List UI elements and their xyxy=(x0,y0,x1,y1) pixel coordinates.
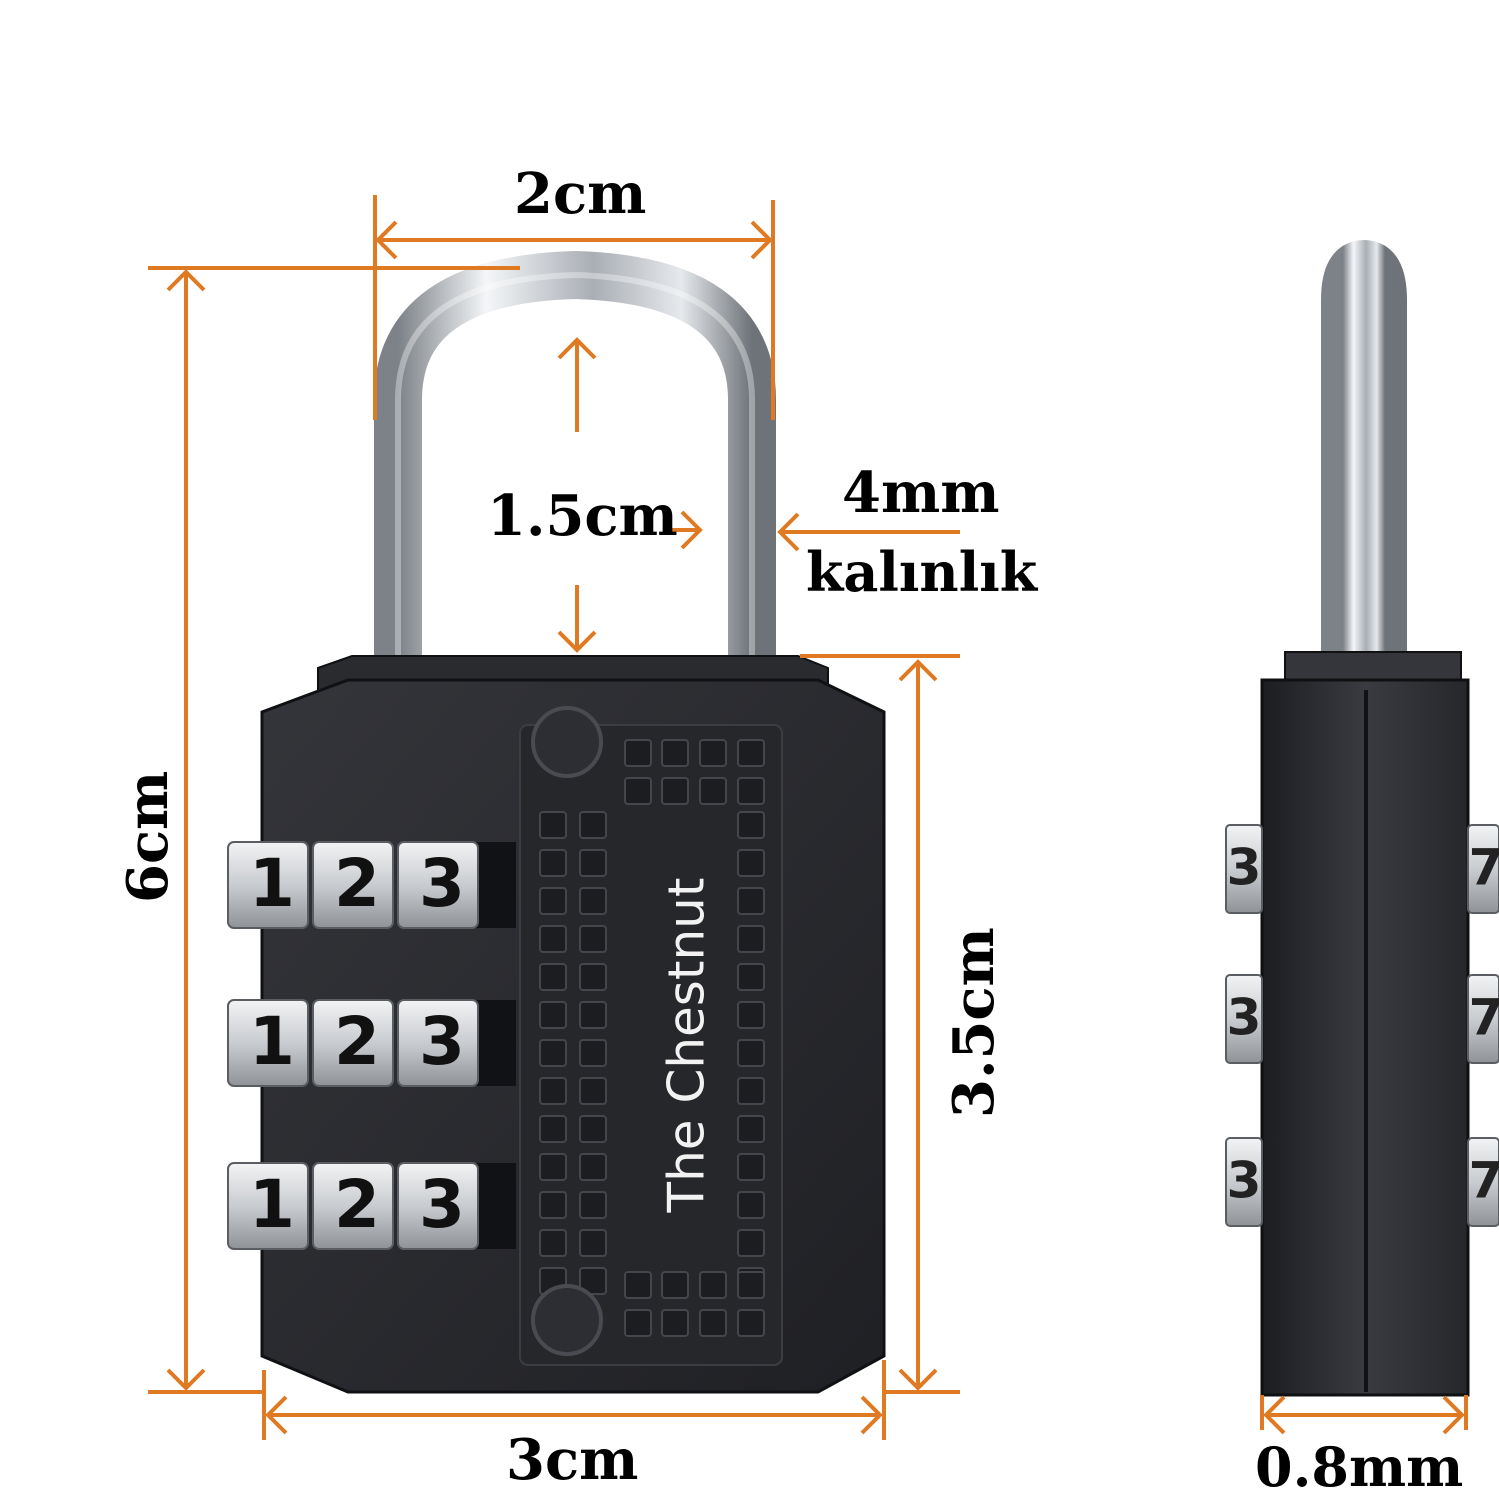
shackle-width-arrow-right xyxy=(750,220,773,260)
side-left-digit-1: 3 xyxy=(1227,839,1262,897)
top-rivet xyxy=(531,706,603,778)
side-padlock: 3 7 3 7 3 7 xyxy=(1225,239,1499,1397)
dial-3-digit-2: 2 xyxy=(334,1166,380,1243)
body-height-arrow-top xyxy=(898,659,938,682)
depth-arrow-left xyxy=(1263,1395,1286,1435)
body-height-arrow-bottom xyxy=(898,1368,938,1391)
dial-1-digit-3: 3 xyxy=(419,845,465,922)
side-shackle xyxy=(1321,239,1407,668)
side-left-dial-1[interactable]: 3 xyxy=(1225,824,1263,914)
side-left-digit-3: 3 xyxy=(1227,1152,1262,1210)
dial-3-digit-1: 1 xyxy=(249,1166,295,1243)
body-width-arrow-right xyxy=(860,1395,883,1435)
dial-2-digit-3: 3 xyxy=(419,1003,465,1080)
clearance-pointer-arrow xyxy=(680,510,703,550)
dial-1-digit-2: 2 xyxy=(334,845,380,922)
side-right-dial-1[interactable]: 7 xyxy=(1467,824,1499,914)
side-right-digit-3: 7 xyxy=(1469,1152,1499,1210)
clearance-label: 1.5cm xyxy=(487,483,678,549)
side-left-digit-2: 3 xyxy=(1227,989,1262,1047)
body-width-arrow-left xyxy=(265,1395,288,1435)
thickness-arrow xyxy=(777,512,800,552)
height-arrow-top xyxy=(166,269,206,292)
side-right-dial-2[interactable]: 7 xyxy=(1467,974,1499,1064)
brand-name: The Chestnut xyxy=(658,878,716,1214)
body-depth-label: 0.8mm xyxy=(1255,1435,1464,1499)
body-width-label: 3cm xyxy=(506,1427,639,1493)
dimension-lines xyxy=(148,195,1468,1440)
dial-3-digit-3: 3 xyxy=(419,1166,465,1243)
bottom-rivet xyxy=(531,1284,603,1356)
dial-1-digit-1: 1 xyxy=(249,845,295,922)
shackle-width-label: 2cm xyxy=(514,161,647,227)
thickness-label: 4mm xyxy=(842,460,1000,526)
height-arrow-bottom xyxy=(166,1368,206,1391)
depth-arrow-right xyxy=(1442,1395,1465,1435)
dial-2-digit-2: 2 xyxy=(334,1003,380,1080)
texture-squares xyxy=(539,739,765,1337)
thickness-note: kalınlık xyxy=(806,540,1038,604)
side-right-digit-2: 7 xyxy=(1469,989,1499,1047)
dial-2-digit-1: 1 xyxy=(249,1003,295,1080)
front-shackle xyxy=(374,250,776,655)
clearance-arrow-bottom xyxy=(557,630,597,653)
side-left-dial-2[interactable]: 3 xyxy=(1225,974,1263,1064)
side-right-digit-1: 7 xyxy=(1469,839,1499,897)
body-height-label: 3.5cm xyxy=(941,927,1007,1118)
shackle-width-arrow-left xyxy=(375,220,398,260)
side-left-dial-3[interactable]: 3 xyxy=(1225,1137,1263,1227)
total-height-label: 6cm xyxy=(115,770,181,903)
side-dials: 3 7 3 7 3 7 xyxy=(1225,824,1499,1227)
side-right-dial-3[interactable]: 7 xyxy=(1467,1137,1499,1227)
clearance-arrow-top xyxy=(557,337,597,360)
